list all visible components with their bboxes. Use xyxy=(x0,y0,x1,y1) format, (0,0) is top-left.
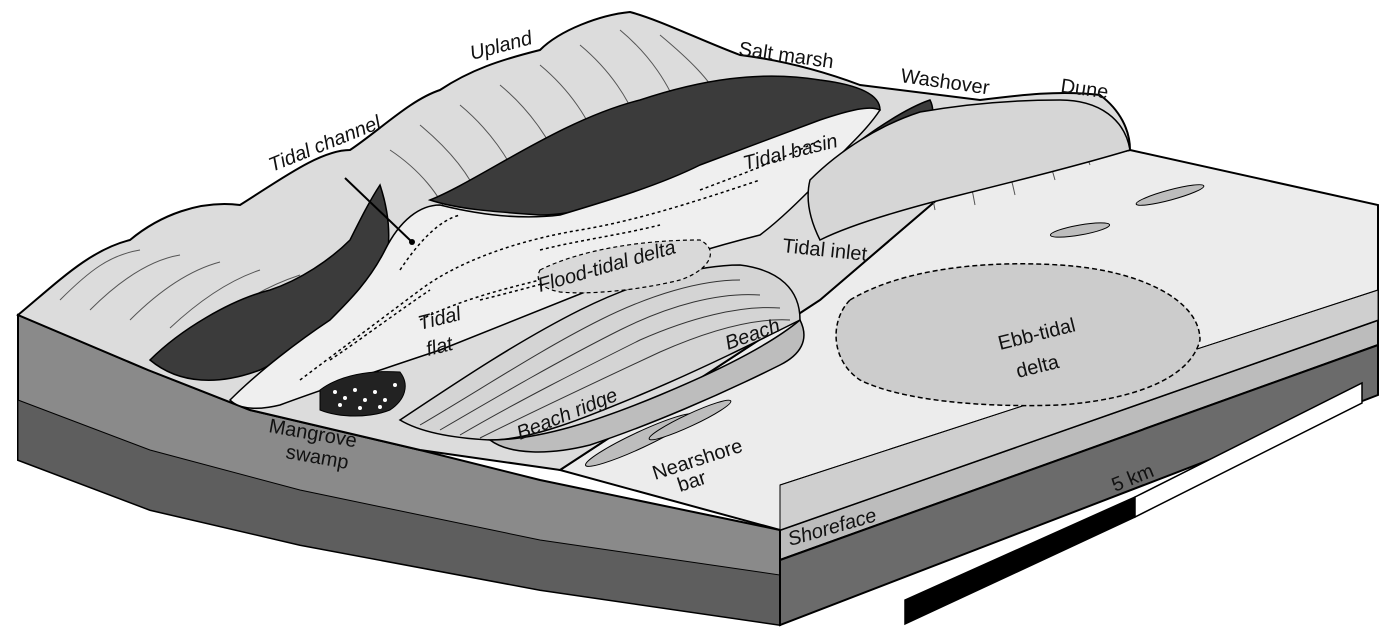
tidal-channel-leader-dot xyxy=(409,239,415,245)
